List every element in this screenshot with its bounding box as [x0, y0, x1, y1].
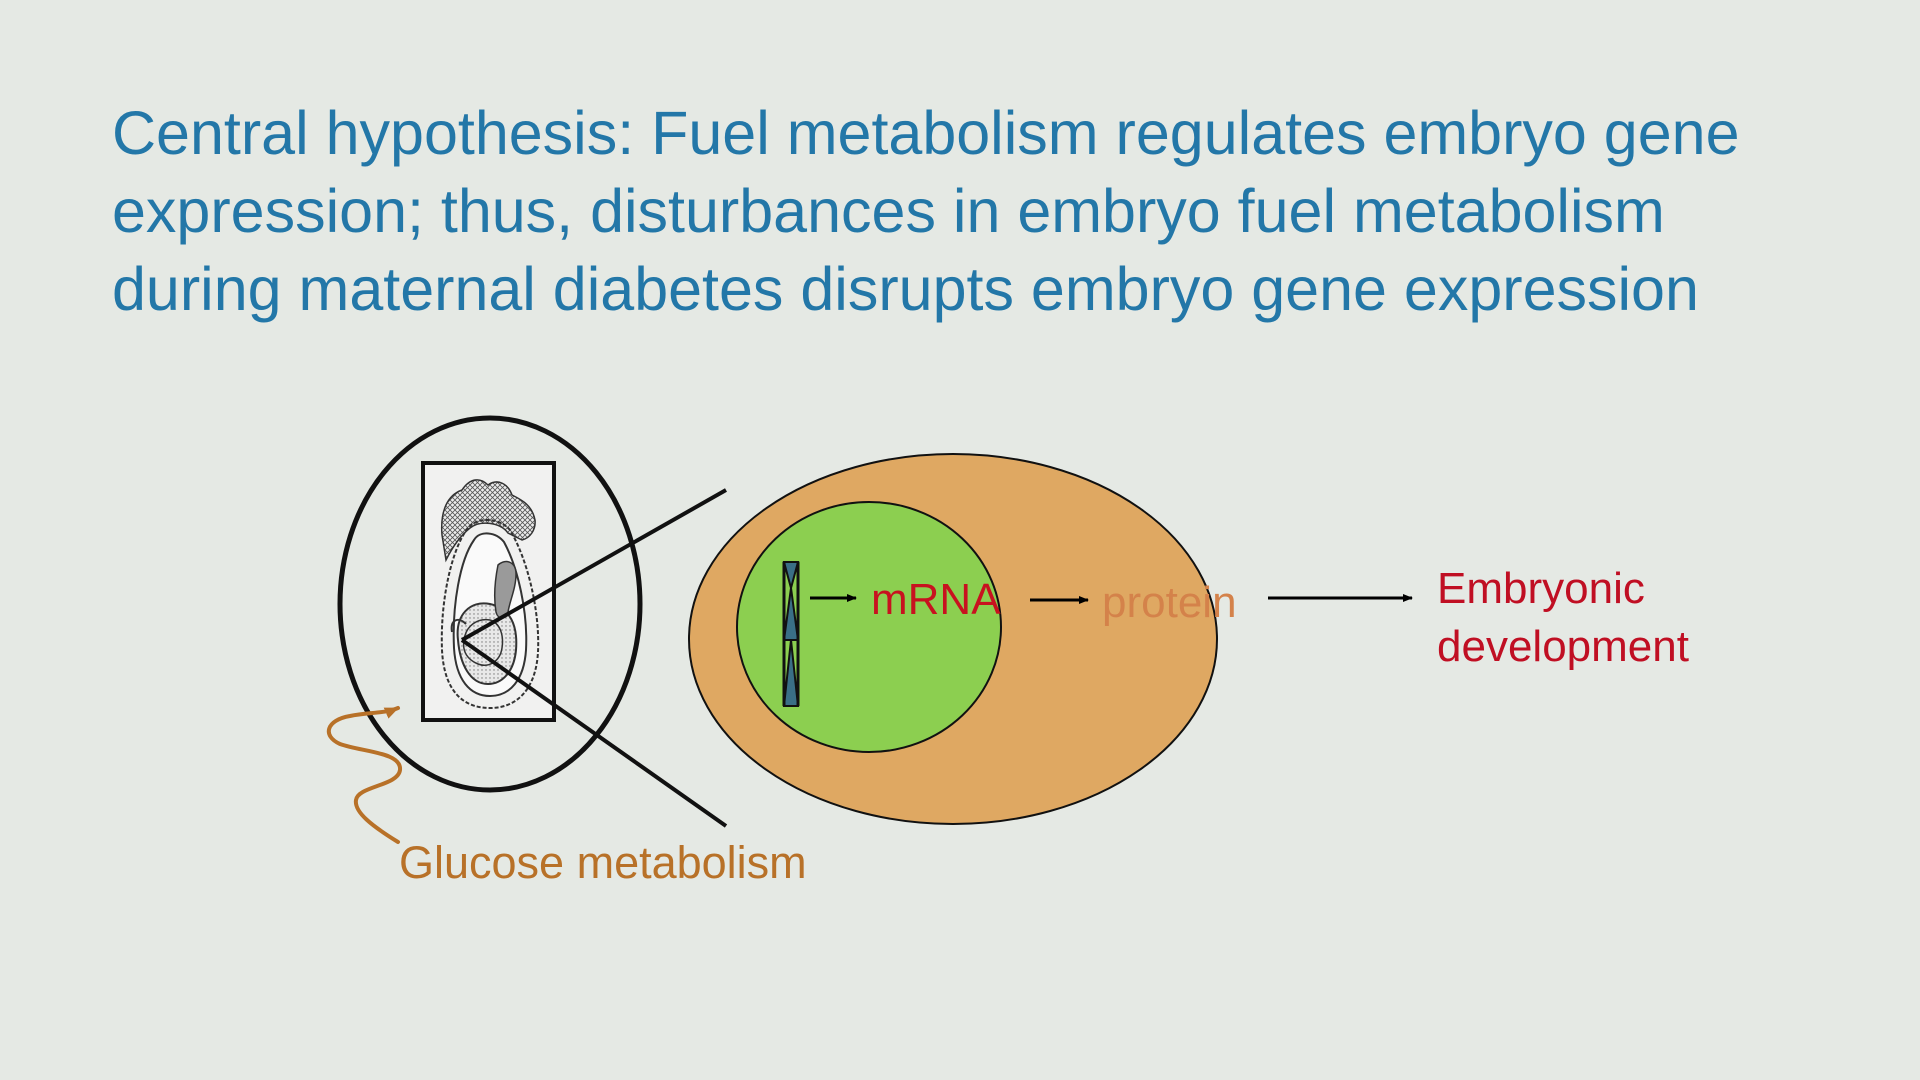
embryo-oval — [337, 415, 643, 793]
mrna-label: mRNA — [871, 575, 1001, 624]
title-line-3: during maternal diabetes disrupts embryo… — [112, 255, 1699, 323]
development-line-1: Embryonic — [1437, 564, 1645, 613]
embryo-illustration-icon — [421, 461, 556, 722]
wavy-arrow-icon — [326, 706, 402, 844]
protein-label: protein — [1102, 578, 1237, 627]
dna-icon — [782, 561, 800, 707]
zoom-line-top — [461, 488, 727, 642]
glucose-metabolism-label: Glucose metabolism — [399, 837, 807, 888]
development-line-2: development — [1437, 622, 1689, 671]
zoom-line-bottom — [460, 638, 728, 828]
title-line-2: expression; thus, disturbances in embryo… — [112, 177, 1665, 245]
embryonic-development-label: Embryonic development — [1437, 560, 1689, 676]
slide-title: Central hypothesis: Fuel metabolism regu… — [112, 94, 1872, 328]
title-line-1: Central hypothesis: Fuel metabolism regu… — [112, 99, 1740, 167]
nucleus — [736, 501, 1002, 753]
